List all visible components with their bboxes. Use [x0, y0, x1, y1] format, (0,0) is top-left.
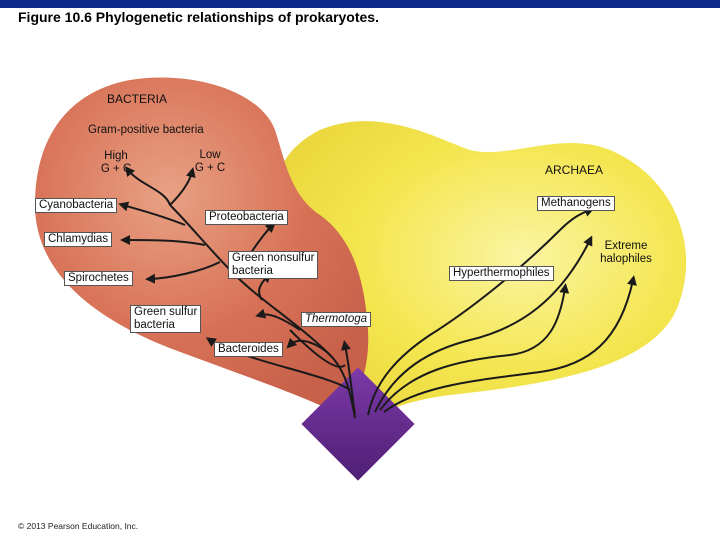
cyanobacteria-label: Cyanobacteria [35, 198, 118, 213]
low-gc-line1: Low [199, 149, 221, 161]
bacteria-domain-label: BACTERIA [107, 92, 168, 106]
green-nonsulfur-label: Green nonsulfur bacteria [228, 251, 319, 279]
green-nonsulfur-line1: Green nonsulfur [232, 252, 315, 264]
archaea-domain-label: ARCHAEA [545, 163, 604, 177]
green-sulfur-line2: bacteria [134, 319, 175, 331]
spirochetes-label: Spirochetes [64, 271, 133, 286]
green-nonsulfur-line2: bacteria [232, 265, 273, 277]
green-sulfur-line1: Green sulfur [134, 306, 198, 318]
low-gc-label: Low G + C [192, 149, 228, 175]
high-gc-label: High G + C [98, 150, 134, 176]
root-diamond [301, 367, 415, 481]
archaea-branches [367, 207, 637, 416]
green-sulfur-label: Green sulfur bacteria [130, 305, 202, 333]
extreme-halophiles-line1: Extreme [604, 240, 648, 252]
header-bar [0, 0, 720, 8]
hyperthermophiles-label: Hyperthermophiles [449, 266, 554, 281]
high-gc-line1: High [104, 150, 128, 162]
proteobacteria-label: Proteobacteria [205, 210, 288, 225]
copyright-text: © 2013 Pearson Education, Inc. [18, 521, 139, 531]
extreme-halophiles-label: Extreme halophiles [592, 240, 660, 266]
thermotoga-label: Thermotoga [301, 312, 372, 327]
low-gc-line2: G + C [194, 162, 226, 174]
methanogens-label: Methanogens [537, 196, 615, 211]
gram-positive-label: Gram-positive bacteria [88, 124, 204, 136]
high-gc-line2: G + C [100, 163, 132, 175]
extreme-halophiles-line2: halophiles [600, 253, 652, 265]
chlamydias-label: Chlamydias [44, 232, 113, 247]
bacteroides-label: Bacteroides [214, 342, 283, 357]
figure-title: Figure 10.6 Phylogenetic relationships o… [18, 9, 379, 25]
